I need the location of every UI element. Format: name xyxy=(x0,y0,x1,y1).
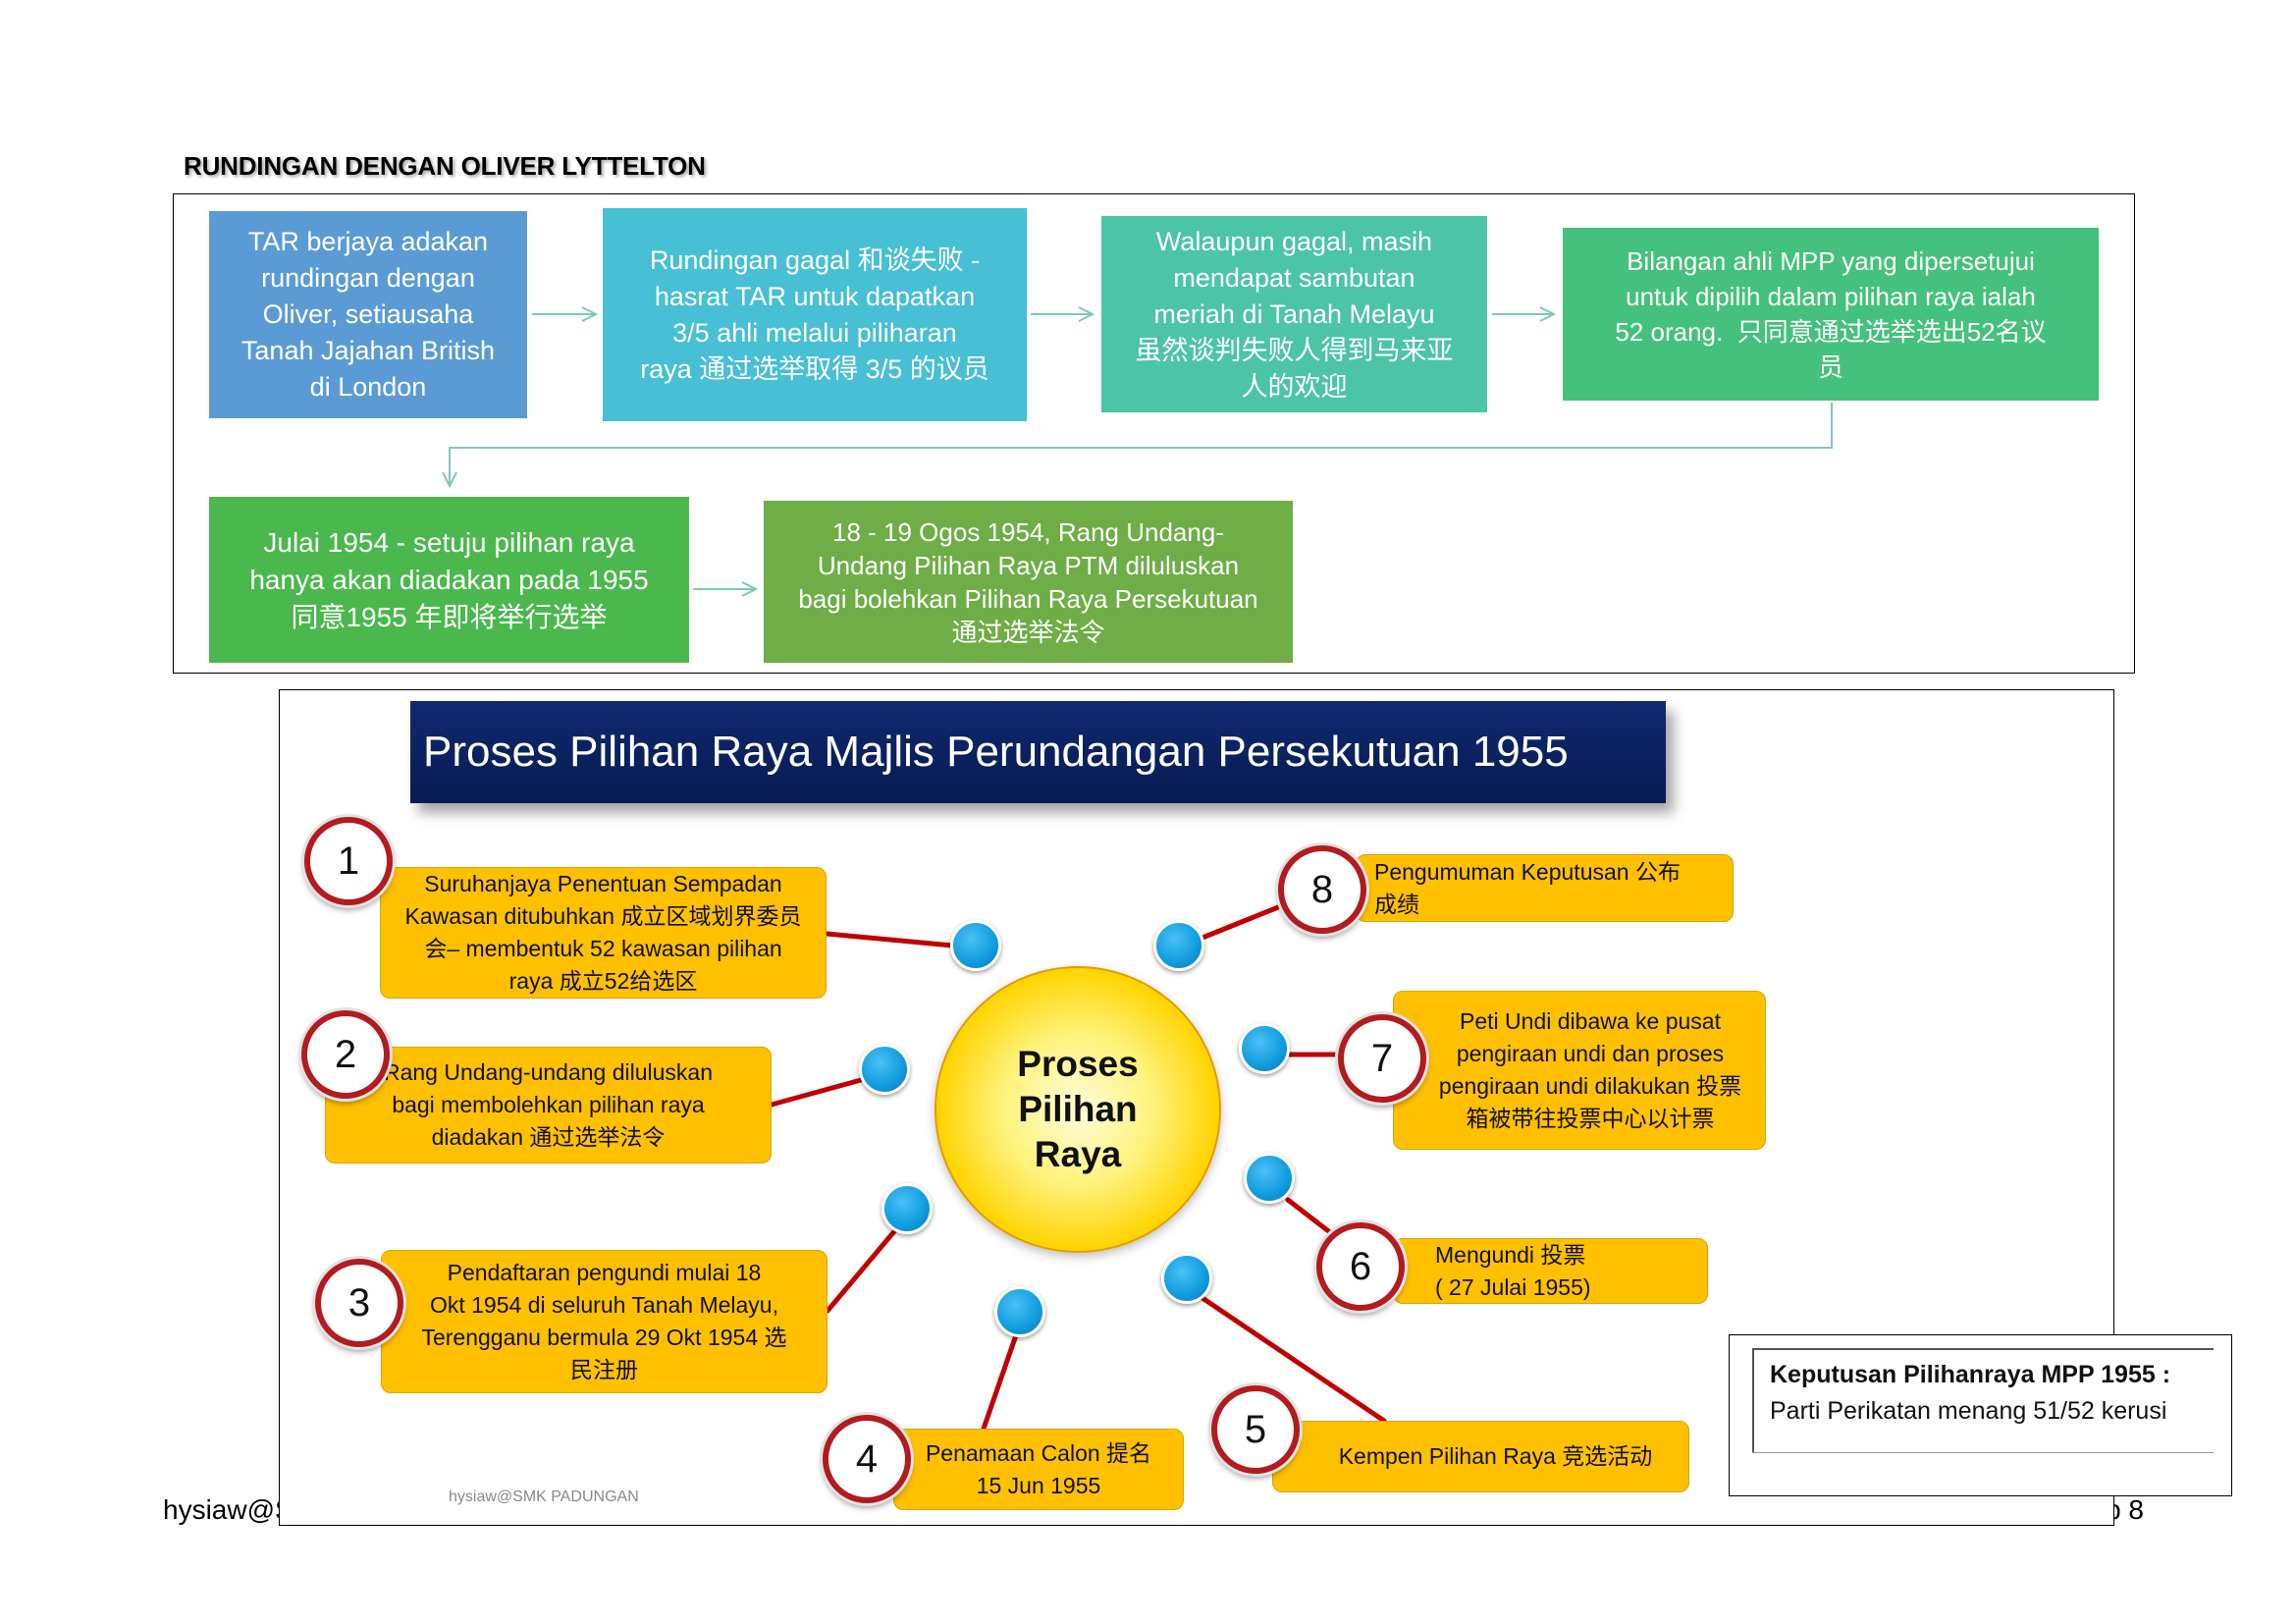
result-box-top-rule xyxy=(1752,1348,2214,1350)
step-number-1: 1 xyxy=(304,817,393,905)
result-box-left-rule xyxy=(1752,1348,1754,1453)
connector-5 xyxy=(1197,1293,1387,1424)
node-dot-6 xyxy=(1244,1153,1295,1204)
node-dot-1 xyxy=(950,920,1001,971)
process-step-4-box: Penamaan Calon 提名 15 Jun 1955 xyxy=(893,1429,1184,1510)
connector-4 xyxy=(981,1332,1019,1432)
flow-step-6: 18 - 19 Ogos 1954, Rang Undang- Undang P… xyxy=(764,501,1293,663)
step-number-2: 2 xyxy=(301,1010,390,1099)
flow-step-2: Rundingan gagal 和谈失败 - hasrat TAR untuk … xyxy=(603,208,1027,421)
flow-step-1: TAR berjaya adakan rundingan dengan Oliv… xyxy=(209,211,527,418)
process-step-2-box: Rang Undang-undang diluluskan bagi membo… xyxy=(325,1047,772,1164)
process-step-5-box: Kempen Pilihan Raya 竞选活动 xyxy=(1272,1421,1689,1492)
connector-3 xyxy=(825,1227,898,1314)
process-step-7-box: Peti Undi dibawa ke pusat pengiraan undi… xyxy=(1393,991,1766,1150)
process-step-8-box: Pengumuman Keputusan 公布 成绩 xyxy=(1356,854,1734,922)
connector-8 xyxy=(1200,900,1291,941)
node-dot-5 xyxy=(1161,1253,1212,1304)
center-hub: Proses Pilihan Raya xyxy=(934,966,1221,1253)
flow-arrow-4-5 xyxy=(450,403,1833,486)
step-number-6: 6 xyxy=(1316,1222,1405,1311)
step-number-3: 3 xyxy=(315,1259,403,1347)
node-dot-8 xyxy=(1153,920,1204,971)
node-dot-7 xyxy=(1239,1023,1290,1074)
flow-step-5: Julai 1954 - setuju pilihan raya hanya a… xyxy=(209,497,689,663)
center-label: Proses Pilihan Raya xyxy=(1017,1044,1139,1174)
process-step-6-box: Mengundi 投票 ( 27 Julai 1955) xyxy=(1393,1238,1708,1304)
process-step-3-box: Pendaftaran pengundi mulai 18 Okt 1954 d… xyxy=(381,1250,828,1393)
process-title: Proses Pilihan Raya Majlis Perundangan P… xyxy=(423,728,1569,776)
node-dot-2 xyxy=(859,1044,910,1095)
flow-step-3: Walaupun gagal, masih mendapat sambutan … xyxy=(1101,216,1487,412)
process-title-bar: Proses Pilihan Raya Majlis Perundangan P… xyxy=(410,701,1666,803)
result-box-bottom-rule xyxy=(1752,1452,2214,1453)
node-dot-4 xyxy=(994,1286,1045,1337)
node-dot-3 xyxy=(881,1183,933,1234)
step-number-5: 5 xyxy=(1211,1385,1300,1474)
process-step-1-box: Suruhanjaya Penentuan Sempadan Kawasan d… xyxy=(380,867,827,999)
result-box: Keputusan Pilihanraya MPP 1955 : Parti P… xyxy=(1729,1334,2232,1496)
section-heading: RUNDINGAN DENGAN OLIVER LYTTELTON xyxy=(184,151,706,181)
result-text: Parti Perikatan menang 51/52 kerusi xyxy=(1770,1397,2167,1425)
flow-step-4: Bilangan ahli MPP yang dipersetujui untu… xyxy=(1563,228,2099,401)
step-number-8: 8 xyxy=(1278,845,1366,934)
connector-6 xyxy=(1285,1197,1338,1239)
watermark: hysiaw@SMK PADUNGAN xyxy=(449,1489,639,1505)
connector-1 xyxy=(824,931,955,948)
step-number-7: 7 xyxy=(1338,1014,1426,1103)
step-number-4: 4 xyxy=(823,1415,911,1503)
connector-2 xyxy=(769,1077,864,1108)
result-title: Keputusan Pilihanraya MPP 1955 : xyxy=(1770,1361,2171,1388)
